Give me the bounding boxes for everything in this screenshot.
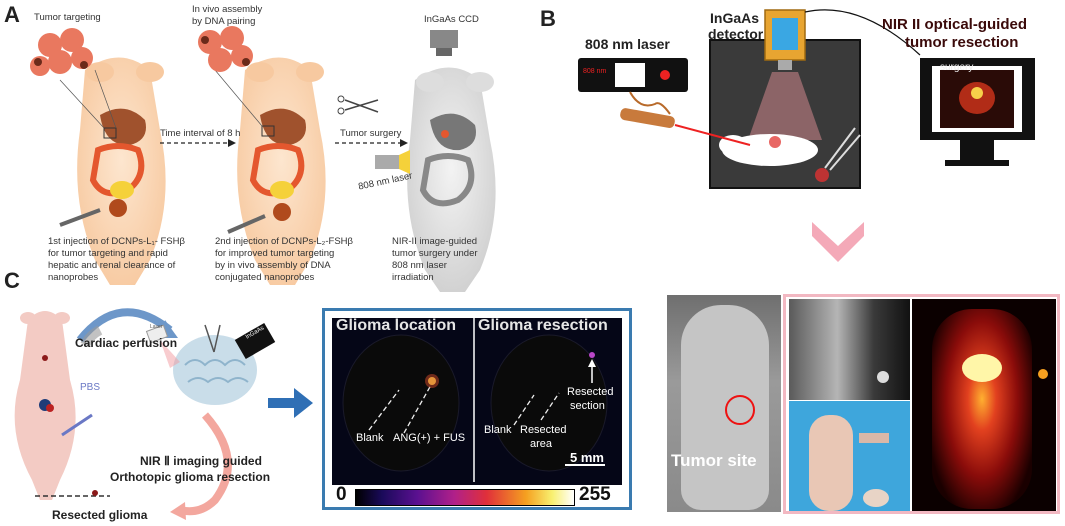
ang-fus-label: ANG(+) + FUS (393, 432, 466, 444)
caption-3-line-3: 808 nm laser (392, 260, 447, 271)
nir-guided-label-1: NIR Ⅱ imaging guided (140, 454, 262, 468)
syringe-1 (59, 199, 127, 227)
caption-1-line-4: nanoprobes (48, 272, 99, 283)
panel-c-illustration (14, 308, 276, 520)
caption-1-line-3: hepatic and renal clearance of (48, 260, 176, 271)
panel-b-detector-label-1: InGaAs (710, 10, 760, 26)
mouse-1 (77, 57, 166, 285)
panel-b-label: B (540, 6, 556, 31)
tumor-surgery-label: Tumor surgery (340, 128, 402, 139)
panel-b-title-2: tumor resection (905, 34, 1019, 51)
laser-device-icon (375, 150, 410, 174)
panel-b-laser-display: 808 nm (583, 68, 607, 75)
scissors-icon (337, 95, 379, 115)
resected-area-label-1: Resected (520, 424, 567, 436)
colorbar-max-label: 255 (579, 484, 611, 505)
right-arrow-icon (268, 388, 313, 418)
resected-glioma-label: Resected glioma (52, 508, 148, 522)
ccd-camera-icon (430, 30, 458, 56)
mouse-color-photo (789, 401, 910, 511)
in-vivo-assembly-label-2: by DNA pairing (192, 16, 256, 27)
tumor-cells-2 (198, 26, 253, 72)
panel-c-label: C (4, 268, 20, 293)
caption-2-line-2: for improved tumor targeting (215, 248, 335, 259)
mouse-2 (237, 57, 326, 285)
caption-3-line-1: NIR-II image-guided (392, 236, 478, 247)
nir-photo-gray (789, 299, 910, 400)
nir-guided-label-2: Orthotopic glioma resection (110, 470, 271, 484)
resected-area-label-2: area (530, 438, 553, 450)
caption-3-line-4: irradiation (392, 272, 434, 283)
tumor-cells-1 (30, 28, 93, 76)
tumor-site-label: Tumor site (671, 451, 757, 470)
tumor-targeting-label: Tumor targeting (34, 12, 101, 23)
resected-section-label-2: section (570, 400, 605, 412)
caption-2-line-3: by in vivo assembly of DNA (215, 260, 331, 271)
in-vivo-assembly-label-1: In vivo assembly (192, 4, 263, 15)
panel-a-illustration (30, 26, 496, 292)
cardiac-perfusion-label: Cardiac perfusion (75, 336, 178, 350)
caption-3: NIR-II image-guided tumor surgery under … (392, 236, 512, 284)
mouse-3 (407, 67, 496, 292)
time-interval-label: Time interval of 8 h (160, 128, 241, 139)
pbs-label: PBS (80, 382, 101, 393)
panel-b-laser-label: 808 nm laser (585, 36, 670, 52)
panel-b-illustration (578, 9, 1035, 189)
caption-1-line-2: for tumor targeting and rapid (48, 248, 168, 259)
scale-bar-label: 5 mm (570, 450, 604, 465)
mouse-photo-tumor-site: Tumor site (667, 295, 781, 512)
glioma-image-content (342, 315, 608, 482)
blank-label-2: Blank (484, 424, 512, 436)
ingaas-ccd-label: InGaAs CCD (424, 14, 479, 25)
glioma-location-title: Glioma location (336, 317, 457, 334)
panel-a-label: A (4, 2, 20, 27)
laser-c-label: Laser (150, 324, 163, 330)
caption-1: 1st injection of DCNPs-L₁- FSHβ for tumo… (48, 236, 208, 284)
caption-2-line-1: 2nd injection of DCNPs-L₂-FSHβ (215, 236, 353, 247)
panel-b-screen-text: surgery (940, 62, 974, 73)
panel-b-detector-label-2: detector (708, 26, 764, 42)
panel-b-title-1: NIR II optical-guided (882, 16, 1027, 33)
blank-label-1: Blank (356, 432, 384, 444)
caption-3-line-2: tumor surgery under (392, 248, 478, 259)
colorbar-min-label: 0 (336, 484, 347, 505)
glioma-resection-title: Glioma resection (478, 317, 608, 334)
colorbar (355, 489, 575, 506)
caption-2-line-4: conjugated nanoprobes (215, 272, 315, 283)
caption-2: 2nd injection of DCNPs-L₂-FSHβ for impro… (215, 236, 385, 284)
resected-section-label-1: Resected (567, 386, 614, 398)
down-arrow-icon (812, 222, 864, 262)
syringe-2 (227, 203, 291, 234)
nir-heatmap-photo (912, 299, 1056, 511)
caption-1-line-1: 1st injection of DCNPs-L₁- FSHβ (48, 236, 185, 247)
